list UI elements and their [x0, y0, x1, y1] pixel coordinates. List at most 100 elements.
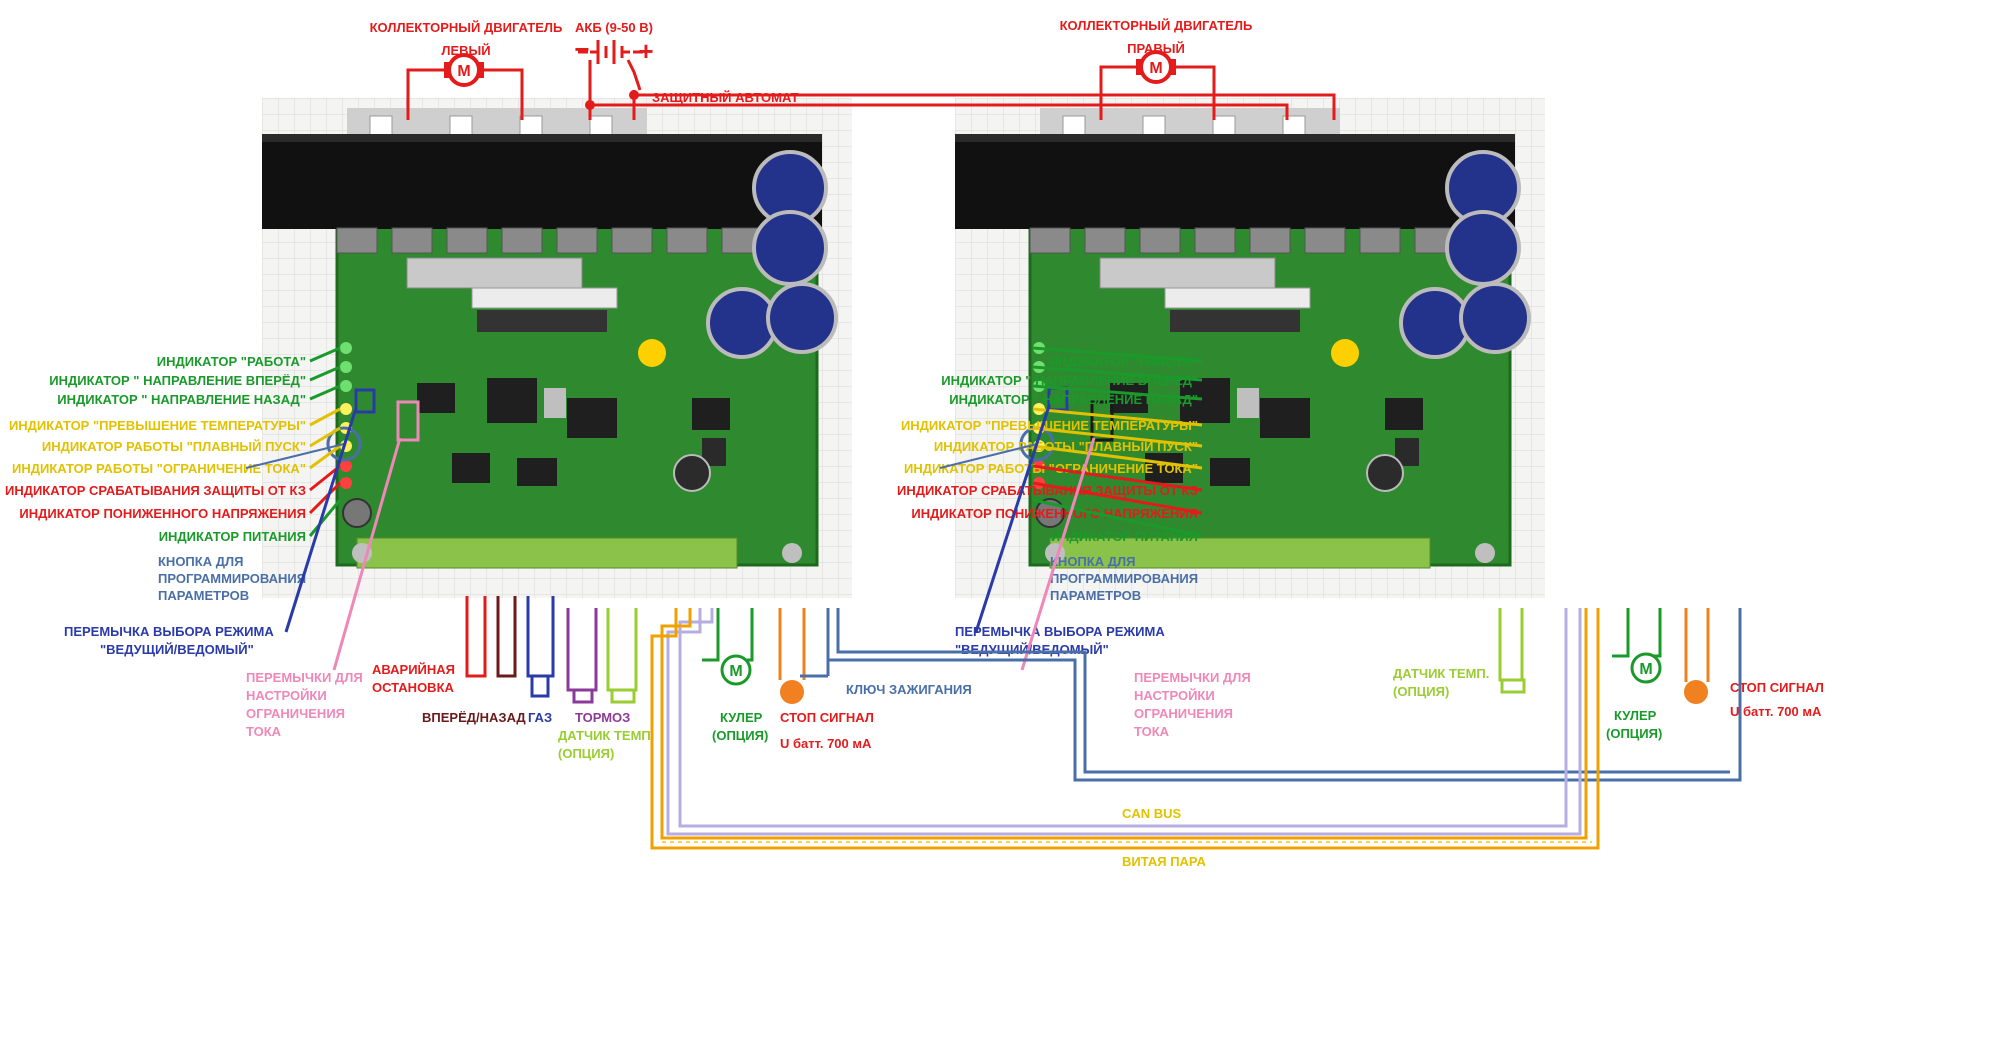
- cooler-left-icon: M: [720, 654, 752, 686]
- jumper-mode-label-right-1: ПЕРЕМЫЧКА ВЫБОРА РЕЖИМА: [955, 624, 1165, 639]
- indicator-leader-line: [309, 407, 341, 427]
- indicator-label: ИНДИКАТОР СРАБАТЫВАНИЯ ЗАЩИТЫ ОТ КЗ: [897, 483, 1198, 498]
- indicator-label: ИНДИКАТОР ПИТАНИЯ: [1051, 529, 1198, 544]
- indicator-label: ИНДИКАТОР РАБОТЫ "ПЛАВНЫЙ ПУСК": [42, 439, 306, 454]
- right-control-wiring: [1498, 608, 1710, 694]
- indicator-leader-line: [309, 464, 341, 492]
- fwd-rev-label: ВПЕРЁД/НАЗАД: [422, 710, 526, 725]
- indicator-label: ИНДИКАТОР " НАПРАВЛЕНИЕ НАЗАД": [57, 392, 306, 407]
- temp-label-right-2: (ОПЦИЯ): [1393, 684, 1449, 699]
- indicator-leader-line: [1032, 384, 1203, 401]
- twisted-pair-wires: [650, 608, 1600, 850]
- indicator-label: ИНДИКАТОР ПИТАНИЯ: [159, 529, 306, 544]
- jumper-current-label-1: ПЕРЕМЫЧКИ ДЛЯ: [246, 670, 363, 685]
- jumper-current-label-right-1: ПЕРЕМЫЧКИ ДЛЯ: [1134, 670, 1251, 685]
- ignition-bus: [826, 608, 1742, 782]
- motor-right-label-1: КОЛЛЕКТОРНЫЙ ДВИГАТЕЛЬ: [1060, 18, 1253, 33]
- can-bus-wires: [666, 608, 1582, 836]
- controller-board-left: [260, 96, 854, 600]
- jumper-current-label-2: НАСТРОЙКИ: [246, 688, 327, 703]
- indicator-label: ИНДИКАТОР "ПРЕВЫШЕНИЕ ТЕМПЕРАТУРЫ": [9, 418, 306, 433]
- button-label-3: ПАРАМЕТРОВ: [158, 588, 249, 603]
- indicator-leader-line: [309, 426, 341, 448]
- svg-text:M: M: [1639, 661, 1652, 678]
- button-label-right-2: ПРОГРАММИРОВАНИЯ: [1050, 571, 1198, 586]
- indicator-label: ИНДИКАТОР "РАБОТА": [157, 354, 306, 369]
- indicator-label: ИНДИКАТОР "ПРЕВЫШЕНИЕ ТЕМПЕРАТУРЫ": [901, 418, 1198, 433]
- indicator-labels-right: ИНДИКАТОР "РАБОТА"ИНДИКАТОР " НАПРАВЛЕНИ…: [897, 346, 1203, 544]
- power-wiring: [406, 50, 1336, 120]
- cooler-label-right-2: (ОПЦИЯ): [1606, 726, 1662, 741]
- button-label-2: ПРОГРАММИРОВАНИЯ: [158, 571, 306, 586]
- stop-label-right-2: U батт. 700 мА: [1730, 704, 1822, 719]
- indicator-label: ИНДИКАТОР СРАБАТЫВАНИЯ ЗАЩИТЫ ОТ КЗ: [5, 483, 306, 498]
- svg-text:M: M: [457, 63, 470, 80]
- emergency-label-1: АВАРИЙНАЯ: [372, 662, 455, 677]
- battery-plus: +: [638, 36, 653, 66]
- twisted-pair-label: ВИТАЯ ПАРА: [1122, 854, 1206, 869]
- stop-label-left-2: U батт. 700 мА: [780, 736, 872, 751]
- indicator-leader-line: [1032, 365, 1203, 382]
- jumper-mode-label-2: "ВЕДУЩИЙ/ВЕДОМЫЙ": [100, 642, 254, 657]
- indicator-leader-line: [1032, 444, 1203, 470]
- svg-text:M: M: [1149, 60, 1162, 77]
- motor-left-icon: M: [444, 53, 484, 87]
- jumper-current-label-right-4: ТОКА: [1134, 724, 1170, 739]
- cooler-right-icon: M: [1630, 652, 1662, 684]
- stop-label-right-1: СТОП СИГНАЛ: [1730, 680, 1824, 695]
- indicator-label: ИНДИКАТОР ПОНИЖЕННОГО НАПРЯЖЕНИЯ: [19, 506, 306, 521]
- temp-label-left-1: ДАТЧИК ТЕМП.: [558, 728, 654, 743]
- indicator-leader-line: [1032, 346, 1203, 363]
- breaker-label: ЗАЩИТНЫЙ АВТОМАТ: [652, 90, 799, 105]
- button-label-right-3: ПАРАМЕТРОВ: [1050, 588, 1141, 603]
- indicator-leader-line: [309, 444, 341, 470]
- cooler-label-left-1: КУЛЕР: [720, 710, 763, 725]
- stop-lamp-right-icon: [1684, 680, 1708, 704]
- stop-label-left-1: СТОП СИГНАЛ: [780, 710, 874, 725]
- indicator-label: ИНДИКАТОР РАБОТЫ "ПЛАВНЫЙ ПУСК": [934, 439, 1198, 454]
- indicator-leader-line: [1032, 481, 1203, 515]
- brake-label: ТОРМОЗ: [575, 710, 630, 725]
- indicator-label: ИНДИКАТОР " НАПРАВЛЕНИЕ НАЗАД": [949, 392, 1198, 407]
- stop-lamp-left-icon: [780, 680, 804, 704]
- button-label-right-1: КНОПКА ДЛЯ: [1050, 554, 1135, 569]
- indicator-leader-line: [309, 365, 341, 382]
- indicator-leader-line: [308, 481, 342, 515]
- indicator-leader-line: [1032, 498, 1203, 538]
- jumper-current-label-right-3: ОГРАНИЧЕНИЯ: [1134, 706, 1233, 721]
- indicator-labels-left: ИНДИКАТОР "РАБОТА" ИНДИКАТОР " НАПРАВЛЕНИ…: [5, 346, 342, 544]
- left-board-annotations: КНОПКА ДЛЯ ПРОГРАММИРОВАНИЯ ПАРАМЕТРОВ П…: [64, 407, 402, 739]
- indicator-label: ИНДИКАТОР РАБОТЫ "ОГРАНИЧЕНИЕ ТОКА": [12, 461, 306, 476]
- cooler-label-left-2: (ОПЦИЯ): [712, 728, 768, 743]
- indicator-leader-line: [1032, 407, 1203, 427]
- jumper-current-label-3: ОГРАНИЧЕНИЯ: [246, 706, 345, 721]
- indicator-label: ИНДИКАТОР " НАПРАВЛЕНИЕ ВПЕРЁД": [941, 373, 1198, 388]
- temp-label-left-2: (ОПЦИЯ): [558, 746, 614, 761]
- emergency-label-2: ОСТАНОВКА: [372, 680, 455, 695]
- indicator-leader-line: [308, 499, 342, 537]
- motor-right-label-2: ПРАВЫЙ: [1127, 41, 1185, 56]
- motor-left-label-2: ЛЕВЫЙ: [441, 43, 490, 58]
- indicator-leader-line: [309, 346, 341, 363]
- can-bus-label: CAN BUS: [1122, 806, 1182, 821]
- left-control-wiring: [465, 608, 830, 704]
- indicator-label: ИНДИКАТОР " НАПРАВЛЕНИЕ ВПЕРЁД": [49, 373, 306, 388]
- battery-minus: −: [574, 34, 589, 64]
- jumper-current-label-right-2: НАСТРОЙКИ: [1134, 688, 1215, 703]
- battery-icon: [590, 40, 630, 64]
- jumper-mode-label-1: ПЕРЕМЫЧКА ВЫБОРА РЕЖИМА: [64, 624, 274, 639]
- button-label-1: КНОПКА ДЛЯ: [158, 554, 243, 569]
- battery-label: АКБ (9-50 В): [575, 20, 653, 35]
- motor-left-label-1: КОЛЛЕКТОРНЫЙ ДВИГАТЕЛЬ: [370, 20, 563, 35]
- temp-label-right-1: ДАТЧИК ТЕМП.: [1393, 666, 1489, 681]
- svg-text:M: M: [729, 663, 742, 680]
- motor-right-icon: M: [1136, 50, 1176, 84]
- indicator-leader-line: [1032, 464, 1203, 492]
- gas-label: ГАЗ: [528, 710, 552, 725]
- indicator-label: ИНДИКАТОР ПОНИЖЕННОГО НАПРЯЖЕНИЯ: [911, 506, 1198, 521]
- jumper-current-label-4: ТОКА: [246, 724, 282, 739]
- indicator-leader-line: [309, 384, 341, 401]
- indicator-leader-line: [1032, 426, 1203, 448]
- ignition-label: КЛЮЧ ЗАЖИГАНИЯ: [846, 682, 972, 697]
- cooler-label-right-1: КУЛЕР: [1614, 708, 1657, 723]
